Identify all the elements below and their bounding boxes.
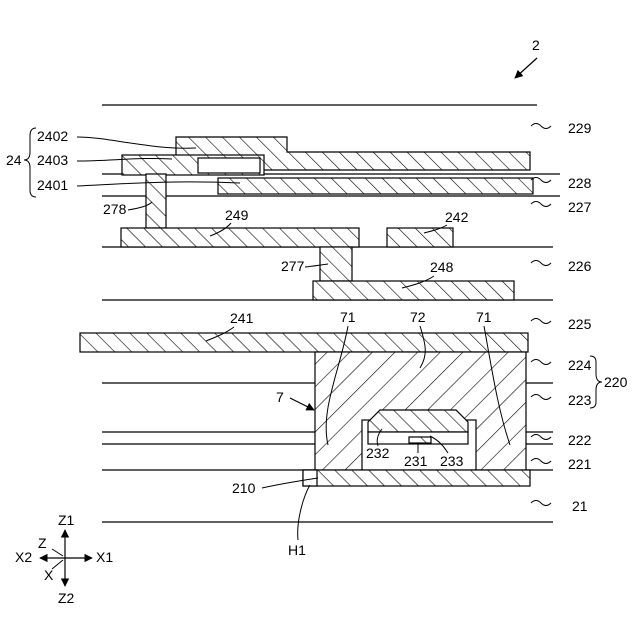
layer-241 <box>80 333 528 352</box>
axis-z2: Z2 <box>58 590 75 606</box>
axis-x: X <box>44 567 54 583</box>
label-220: 220 <box>604 374 628 390</box>
axis-z1: Z1 <box>58 512 75 528</box>
label-249: 249 <box>225 207 249 223</box>
label-241: 241 <box>230 310 254 326</box>
label-2402: 2402 <box>37 128 68 144</box>
label-231: 231 <box>404 453 428 469</box>
label-229: 229 <box>568 120 592 136</box>
layer-210 <box>303 470 530 486</box>
label-2401: 2401 <box>37 177 68 193</box>
brace-24 <box>24 128 36 197</box>
axis-z: Z <box>38 535 47 551</box>
label-210: 210 <box>232 480 256 496</box>
label-225: 225 <box>568 316 592 332</box>
label-248: 248 <box>430 259 454 275</box>
label-233: 233 <box>440 453 464 469</box>
label-278: 278 <box>103 201 127 217</box>
label-7: 7 <box>276 389 284 405</box>
chip-231 <box>409 437 431 443</box>
label-71-right: 71 <box>476 309 492 325</box>
label-24: 24 <box>6 152 22 168</box>
leader-H1 <box>298 485 310 540</box>
arrow-7 <box>290 398 314 410</box>
label-226: 226 <box>568 258 592 274</box>
label-228: 228 <box>568 175 592 191</box>
pad-248 <box>313 281 514 300</box>
label-H1: H1 <box>288 542 306 558</box>
axis-x2: X2 <box>15 549 32 565</box>
electrode-2401 <box>218 178 533 194</box>
label-224: 224 <box>568 357 592 373</box>
brace-220 <box>590 356 602 408</box>
label-277: 277 <box>281 258 305 274</box>
label-222: 222 <box>568 432 592 448</box>
chip-232 <box>368 410 468 432</box>
pad-249 <box>121 228 359 247</box>
electrode-2403-cavity <box>198 158 260 173</box>
label-227: 227 <box>568 199 592 215</box>
label-232: 232 <box>366 445 390 461</box>
pad-242 <box>387 228 453 247</box>
label-72: 72 <box>410 309 426 325</box>
right-layer-labels: 229 228 227 226 225 224 223 222 221 21 <box>531 120 592 514</box>
figure-number: 2 <box>532 37 540 53</box>
label-221: 221 <box>568 456 592 472</box>
label-223: 223 <box>568 392 592 408</box>
axis-x1: X1 <box>96 549 113 565</box>
label-21: 21 <box>572 498 588 514</box>
label-2403: 2403 <box>37 152 68 168</box>
axis-indicator: Z1 Z X2 X1 X Z2 <box>15 512 113 606</box>
figure-arrow <box>515 58 537 78</box>
label-242: 242 <box>445 209 469 225</box>
label-71-left: 71 <box>340 309 356 325</box>
